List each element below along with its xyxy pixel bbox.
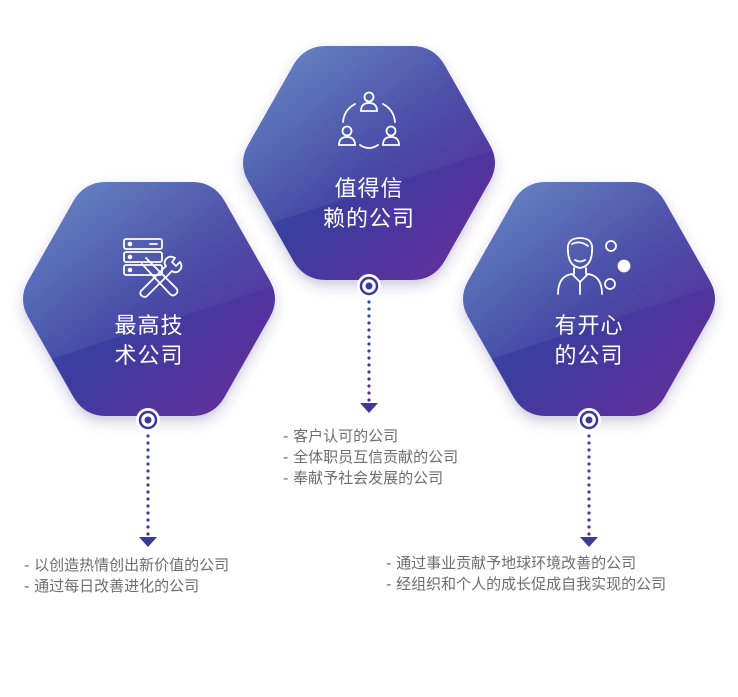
connector-dot [587,504,591,508]
connector-dot [146,476,150,480]
list-top-technology: - 以创造热情创出新价值的公司 - 通过每日改善进化的公司 [24,555,229,597]
arrowhead-icon [580,537,598,547]
title-line: 赖的公司 [322,207,415,232]
list-item: - 以创造热情创出新价值的公司 [24,556,230,574]
connector-dot [587,483,591,487]
connector-dot [587,518,591,522]
connector-dot [587,490,591,494]
connector-dot [367,384,371,388]
server-tools-icon [123,238,183,298]
connector-dot [146,490,150,494]
list-item: - 通过每日改善进化的公司 [24,577,200,595]
connector-dot [146,448,150,452]
title-line: 术公司 [114,344,184,369]
connector-dot [587,532,591,536]
hexagon-happy [463,182,715,432]
connector-dot [367,398,371,402]
arrowhead-icon [139,537,157,547]
happy-person-icon [557,237,631,295]
list-happy: - 通过事业贡献予地球环境改善的公司 - 经组织和个人的成长促成自我实现的公司 [386,553,666,595]
arrowhead-icon [360,403,378,413]
connector-dot [146,441,150,445]
hex-title-happy: 有开心 的公司 [519,312,659,372]
connector-dot [587,462,591,466]
connector-dot [146,469,150,473]
list-item: - 客户认可的公司 [283,427,399,445]
list-item: - 通过事业贡献予地球环境改善的公司 [386,554,637,572]
connector-dot [587,434,591,438]
connector-dot [587,476,591,480]
title-line: 最高技 [114,314,184,339]
hex-title-top-technology: 最高技 术公司 [79,312,219,372]
dotted-arrow-center [360,300,378,413]
connector-dot [367,335,371,339]
list-item: - 全体职员互信贡献的公司 [283,448,459,466]
connector-dot [367,370,371,374]
connector-dot [587,441,591,445]
connector-dot [146,483,150,487]
hex-title-trustworthy: 值得信 赖的公司 [299,175,439,235]
connector-dot [146,511,150,515]
connector-dot [146,518,150,522]
connector-dot [146,434,150,438]
hexagon-trustworthy [243,46,495,298]
connector-dot [367,349,371,353]
connector-dot [367,321,371,325]
connector-dot [587,469,591,473]
connector-dot [146,455,150,459]
title-line: 值得信 [334,177,404,202]
connector-dot [146,462,150,466]
connector-dot [146,525,150,529]
connector-dot [146,497,150,501]
people-cycle-icon [338,91,400,149]
connector-dot [146,504,150,508]
connector-dot [587,525,591,529]
connector-dot [367,307,371,311]
connector-dot [367,377,371,381]
connector-dot [367,391,371,395]
connector-dot [587,455,591,459]
connector-dot [367,314,371,318]
connector-dot [367,356,371,360]
hexagon-top-technology [23,182,275,432]
connector-dot [367,342,371,346]
connector-dot [367,328,371,332]
connector-dot [587,497,591,501]
dotted-arrow-left [139,434,157,547]
title-line: 的公司 [554,344,624,369]
title-line: 有开心 [554,314,624,339]
connector-dot [367,300,371,304]
connector-dot [587,448,591,452]
list-item: - 奉献予社会发展的公司 [283,469,444,487]
list-item: - 经组织和个人的成长促成自我实现的公司 [386,575,667,593]
connector-dot [587,511,591,515]
connector-dot [146,532,150,536]
dotted-arrow-right [580,434,598,547]
list-trustworthy: - 客户认可的公司 - 全体职员互信贡献的公司 - 奉献予社会发展的公司 [283,426,458,489]
connector-dot [367,363,371,367]
